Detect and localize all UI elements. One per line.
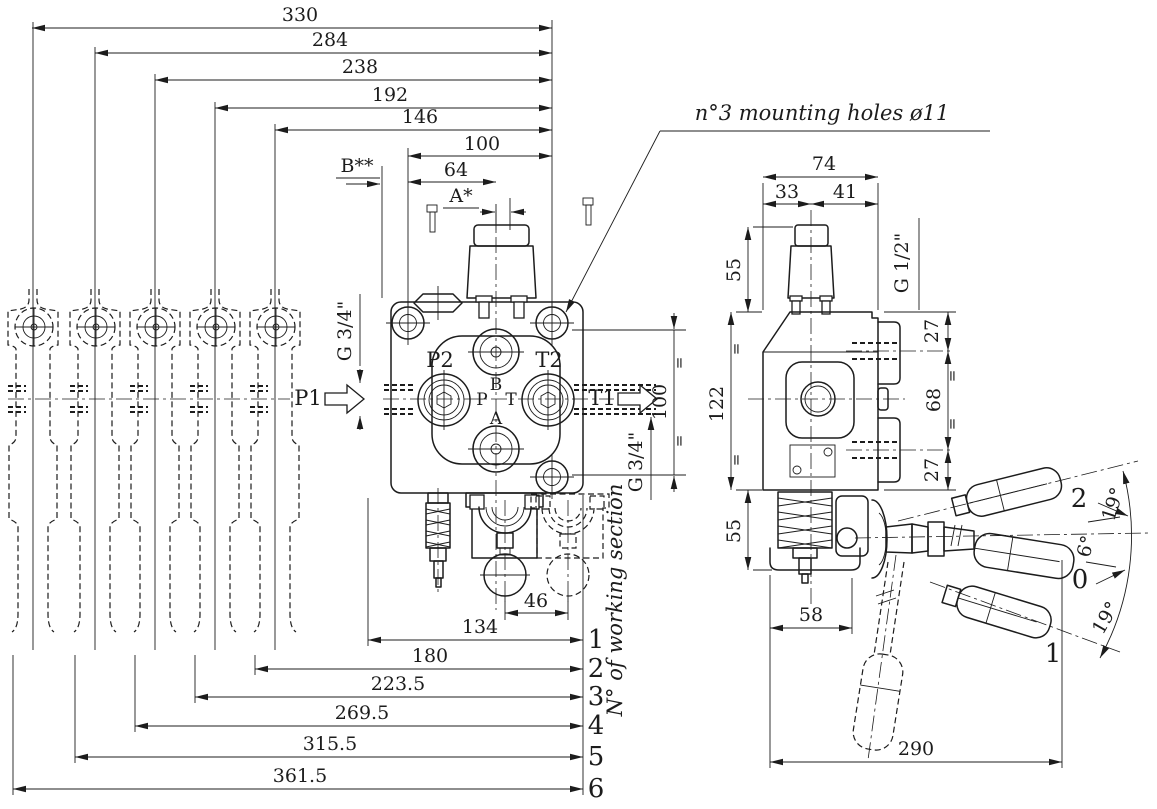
dim-284: 284	[312, 29, 348, 51]
label-a: A	[489, 409, 503, 429]
label-p2: P2	[426, 348, 454, 372]
side-cap	[787, 224, 835, 315]
thread-g34-left: G 3/4"	[334, 294, 364, 430]
side-view: 19° 6° 19° 2 0 1 74 33 41 55 122 = =	[706, 153, 1149, 768]
dim-146: 146	[402, 106, 438, 128]
label-p: P	[476, 390, 487, 410]
lever-joint-solid	[465, 492, 544, 602]
angle-19-up: 19°	[1098, 485, 1129, 524]
dim-41: 41	[833, 181, 857, 203]
phantom-sections	[7, 22, 301, 650]
dim-290: 290	[898, 738, 934, 760]
gallery-dashes	[384, 384, 656, 415]
lever-angle-dims: 19° 6° 19° 2 0 1	[1045, 470, 1132, 669]
angle-19-down: 19°	[1088, 598, 1124, 638]
lever-joint-dashed	[530, 493, 610, 602]
lever-position-2	[897, 460, 1139, 522]
mounting-holes-label: n°3 mounting holes ø11	[695, 101, 950, 125]
dim-58: 58	[799, 604, 823, 626]
dim-b-ref: B**	[341, 155, 374, 177]
equal-mark: =	[943, 418, 961, 431]
port-a	[468, 425, 524, 473]
p1-arrow-icon	[324, 383, 366, 415]
dim-55-bottom: 55	[723, 519, 745, 543]
dim-269-5: 269.5	[335, 702, 389, 724]
lever-position-down-dashed	[852, 554, 905, 761]
top-cap	[466, 224, 537, 319]
svg-text:G 3/4": G 3/4"	[625, 432, 647, 493]
dim-180: 180	[412, 645, 448, 667]
dim-a-ref: A*	[448, 185, 473, 207]
dim-27-bottom: 27	[921, 458, 943, 482]
tie-rod-studs	[426, 197, 594, 233]
lever-pos-0: 0	[1072, 565, 1089, 595]
dim-122: 122	[706, 386, 728, 422]
section-count-1: 1	[588, 625, 605, 655]
equal-mark: =	[670, 357, 688, 370]
dim-68: 68	[923, 388, 945, 412]
label-t1: T1	[588, 386, 615, 410]
side-port-tabs	[852, 321, 901, 483]
relief-valve	[425, 488, 451, 596]
dim-46: 46	[524, 590, 548, 612]
label-b: B	[490, 375, 503, 395]
working-section-axis-label: N° of working section	[603, 484, 627, 718]
label-p1: P1	[294, 386, 322, 410]
lever-pos-1: 1	[1045, 639, 1062, 669]
lever-position-1	[929, 581, 1121, 653]
t1-flow: T1	[588, 383, 659, 415]
equal-mark: =	[727, 454, 745, 467]
dim-192: 192	[372, 84, 408, 106]
p1-flow: P1	[294, 383, 366, 415]
lever-position-0	[854, 532, 1149, 580]
section-count-5: 5	[588, 742, 605, 772]
equal-mark: =	[727, 343, 745, 356]
dim-238: 238	[342, 56, 378, 78]
side-dimensions: 74 33 41 55 122 = = 55 27 68 27	[706, 153, 1063, 768]
dim-134: 134	[462, 616, 498, 638]
angle-6: 6°	[1073, 533, 1100, 560]
t1-arrow-icon	[617, 383, 659, 415]
equal-mark: =	[943, 370, 961, 383]
equal-mark: =	[670, 435, 688, 448]
label-t: T	[505, 390, 517, 410]
dim-27-top: 27	[921, 319, 943, 343]
port-b	[468, 328, 524, 376]
dim-223-5: 223.5	[371, 673, 425, 695]
section-count-2: 2	[588, 654, 605, 684]
dim-33: 33	[775, 181, 799, 203]
lever-pos-2: 2	[1071, 484, 1088, 514]
mounting-hole-top-right	[529, 300, 575, 346]
dim-55-top: 55	[723, 258, 745, 282]
thread-g34-right: G 3/4"	[625, 417, 655, 500]
port-p2	[417, 370, 471, 430]
side-spring-stack	[769, 491, 861, 584]
svg-text:G 3/4": G 3/4"	[334, 301, 356, 362]
top-dimension-chain: 330 284 238 192 146 100 64 B** A*	[32, 4, 553, 308]
mounting-holes-annotation: n°3 mounting holes ø11	[565, 101, 990, 313]
dim-330: 330	[282, 4, 318, 26]
hex-plug	[413, 286, 463, 320]
dim-100: 100	[464, 133, 500, 155]
dim-74: 74	[812, 153, 836, 175]
valve-body-side	[762, 311, 879, 491]
dim-64: 64	[444, 159, 468, 181]
dim-100v: 100	[649, 384, 671, 420]
dim-315-5: 315.5	[303, 733, 357, 755]
section-count-4: 4	[588, 711, 605, 741]
section-count-6: 6	[588, 774, 605, 804]
section-count-3: 3	[588, 682, 605, 712]
lever-mechanism	[835, 495, 975, 579]
dim-361-5: 361.5	[273, 765, 327, 787]
side-spool-plate	[789, 444, 836, 478]
dim-100-vertical: 100 = =	[572, 313, 688, 492]
front-view: P2 T2 B P T A P1 T1 G 3/4" G 3/4"	[294, 197, 688, 610]
label-t2: T2	[535, 348, 562, 372]
port-t2	[521, 370, 575, 430]
thread-g12-label: G 1/2"	[891, 233, 913, 294]
bottom-dimension-chain: 46 134 180 223.5 269.5 315.5 361.5 1 2 3…	[12, 484, 627, 804]
